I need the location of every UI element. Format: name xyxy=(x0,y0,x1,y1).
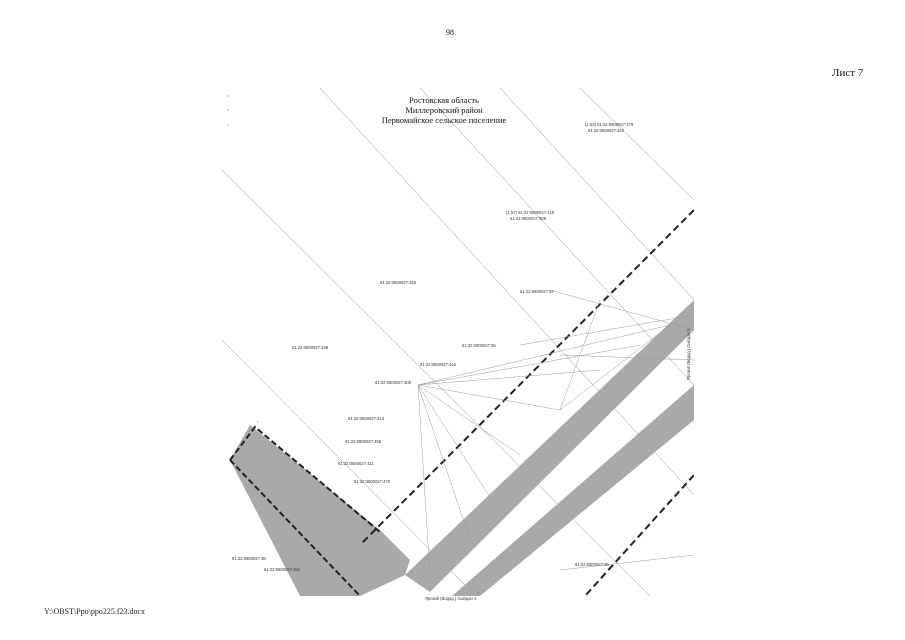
page-number: 98 xyxy=(446,28,454,37)
edge-dot xyxy=(227,95,229,97)
parcel-label: 61:22:0600027:56 xyxy=(462,343,496,348)
parcel-label: 61:22:0600027:411 xyxy=(338,461,374,466)
parcel-label: 61:22:0600027:470 xyxy=(354,479,391,484)
parcel-label: (1,57) 61:22:0600027:419 xyxy=(506,210,555,215)
boundary-line-left-lower xyxy=(229,459,361,596)
fan-line xyxy=(559,324,671,411)
fan-line xyxy=(559,299,601,411)
fan-line xyxy=(417,369,601,386)
parcel-label: 61:22:0600027:405 xyxy=(375,380,412,385)
map-title-line2: Миллеровский район xyxy=(405,105,483,115)
fan-line xyxy=(417,344,641,386)
fan-line xyxy=(417,384,561,411)
map-title: Ростовская область Миллеровский район Пе… xyxy=(360,95,528,125)
road-strip-upper xyxy=(405,300,694,592)
map-title-line3: Первомайское сельское поселение xyxy=(381,115,507,125)
footer-path: Y:\OBST\Ppo\ppo225.f23.docx xyxy=(44,607,146,616)
parcel-line xyxy=(222,339,471,591)
parcel-label: 61:22:0600027:38 xyxy=(232,556,266,561)
edge-dot xyxy=(227,109,229,111)
fan-line xyxy=(417,384,471,541)
parcel-label: 61:22:0600027:458 xyxy=(345,439,382,444)
fan-line xyxy=(417,384,521,456)
parcel-line xyxy=(499,88,694,301)
edge-dot xyxy=(257,421,259,423)
parcel-line xyxy=(579,88,694,201)
parcel-label: 61:22:0600027:455 xyxy=(380,280,417,285)
sheet-label: Лист 7 xyxy=(832,67,864,79)
road-label-bottom: Ярский (Водод.) Сыйдан 4 xyxy=(425,596,477,601)
parcel-label: 61:22:0600027:461 xyxy=(264,567,301,572)
fan-line xyxy=(549,289,694,331)
fan-line xyxy=(559,554,694,571)
fan-line xyxy=(417,324,671,386)
parcel-label: 61:22:0600027:36 xyxy=(575,562,609,567)
fan-line xyxy=(417,384,496,506)
boundary-line-left xyxy=(229,425,381,533)
boundary-line-right xyxy=(584,474,694,596)
road-strip-lower xyxy=(452,385,694,596)
map-title-line1: Ростовская область xyxy=(409,95,479,105)
road-strip-left xyxy=(230,425,410,596)
parcel-label: 61:22:0600027:413 xyxy=(348,416,385,421)
parcel-label: (1,53) 61:22:0600027:479 xyxy=(585,122,634,127)
boundary-line-main xyxy=(359,209,694,546)
fan-line xyxy=(559,354,694,361)
edge-dot xyxy=(227,124,229,126)
fan-line xyxy=(519,314,694,346)
parcel-label: 61:22:0600027:409 xyxy=(510,216,547,221)
parcel-label: 61:22:0600027:54 xyxy=(520,289,554,294)
road-label-right: Ярский (Водод.) Сыйдан 3 xyxy=(686,328,691,380)
parcel-line xyxy=(419,88,694,386)
parcel-line xyxy=(319,88,694,496)
parcel-label: 61:22:0600027:462 xyxy=(420,362,457,367)
parcel-label: 61:22:0600027:443 xyxy=(588,128,625,133)
parcel-label: 61:22:0600027:439 xyxy=(292,345,329,350)
fan-line xyxy=(417,384,431,576)
parcel-line xyxy=(222,169,651,596)
